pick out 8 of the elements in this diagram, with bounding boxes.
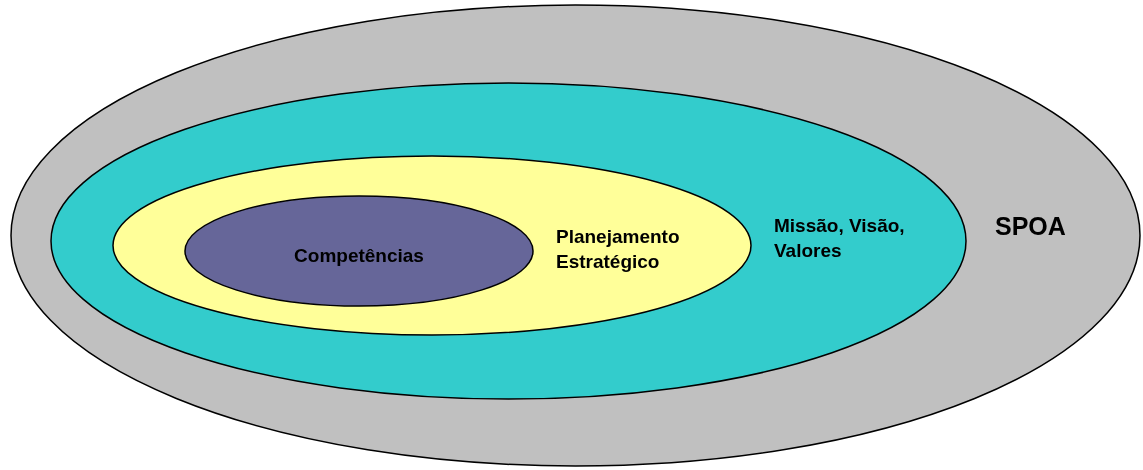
ellipse [112, 155, 752, 336]
ellipse-label: Missão, Visão, Valores [774, 214, 906, 263]
ellipse [10, 4, 1141, 467]
ellipse-label: Planejamento Estratégico [556, 225, 681, 274]
ellipse [50, 82, 967, 400]
ellipse [184, 195, 534, 307]
ellipse-label: SPOA [995, 211, 1067, 242]
ellipse-label: Competências [293, 244, 425, 268]
